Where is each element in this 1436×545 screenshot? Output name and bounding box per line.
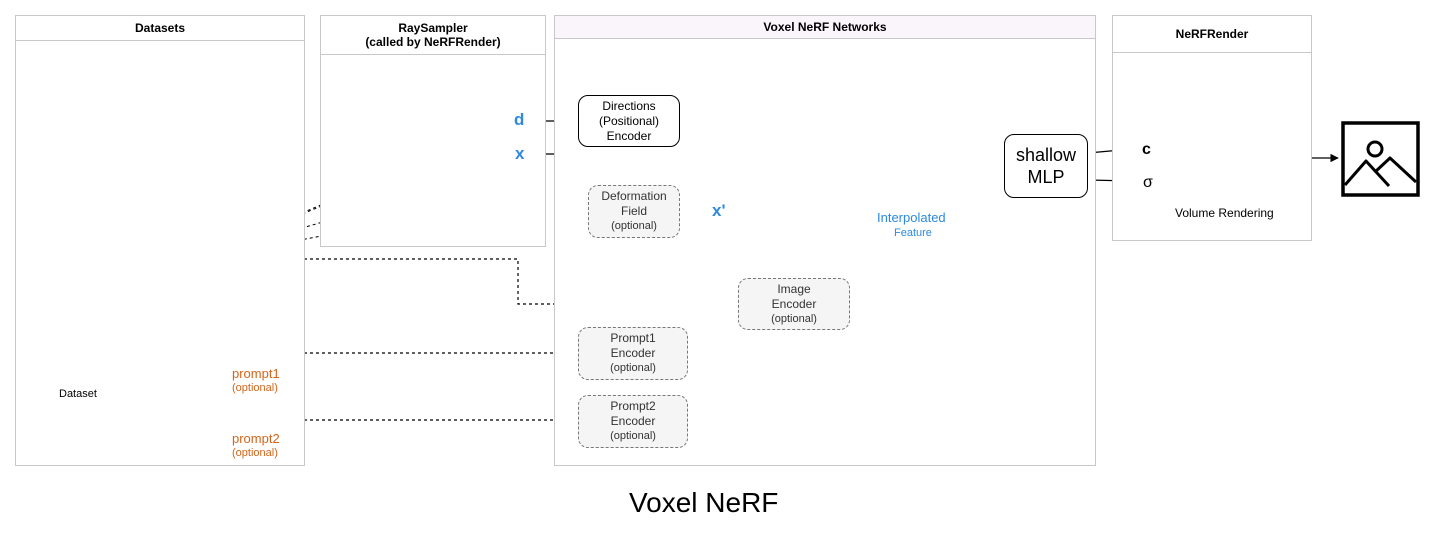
direction-label: d bbox=[514, 110, 525, 129]
color-output-label: c bbox=[1142, 141, 1151, 158]
networks-panel-title: Voxel NeRF Networks bbox=[555, 16, 1095, 39]
networks-panel: Voxel NeRF Networks bbox=[554, 15, 1096, 466]
deformed-position-label: x' bbox=[712, 201, 726, 220]
output-image-sun bbox=[1366, 140, 1384, 158]
dataset-label: Dataset bbox=[59, 388, 97, 400]
image-encoder-optional: (optional) bbox=[771, 312, 817, 325]
deformation-field-node: Deformation Field (optional) bbox=[588, 185, 680, 238]
output-image-frame bbox=[1341, 121, 1420, 197]
image-encoder-label: Image Encoder bbox=[771, 281, 817, 311]
datasets-panel-title: Datasets bbox=[16, 16, 304, 41]
directions-encoder-node: Directions (Positional) Encoder bbox=[578, 95, 680, 147]
datasets-panel: Datasets bbox=[15, 15, 305, 466]
prompt2-label: prompt2 bbox=[232, 431, 280, 446]
shallow-mlp-node: shallow MLP bbox=[1004, 134, 1088, 198]
density-output-label: σ bbox=[1143, 174, 1153, 191]
raysampler-panel: RaySampler (called by NeRFRender) bbox=[320, 15, 546, 247]
deformation-field-label: Deformation Field bbox=[601, 189, 667, 218]
diagram-title: Voxel NeRF bbox=[629, 487, 779, 518]
prompt1-encoder-label: Prompt1 Encoder bbox=[610, 331, 656, 360]
output-image-icon bbox=[1341, 121, 1420, 197]
deformation-field-optional: (optional) bbox=[611, 220, 657, 232]
raysampler-panel-title: RaySampler (called by NeRFRender) bbox=[321, 16, 545, 55]
prompt1-encoder-optional: (optional) bbox=[610, 362, 656, 374]
image-encoder-node: Image Encoder (optional) bbox=[738, 278, 850, 330]
prompt1-encoder-node: Prompt1 Encoder (optional) bbox=[578, 327, 688, 380]
prompt1-label: prompt1 bbox=[232, 366, 280, 381]
interpolated-label: Interpolated bbox=[877, 210, 946, 225]
output-image-mountains bbox=[1343, 156, 1418, 188]
render-panel: NeRFRender bbox=[1112, 15, 1312, 241]
render-panel-title: NeRFRender bbox=[1113, 16, 1311, 53]
prompt2-encoder-optional: (optional) bbox=[610, 430, 656, 442]
feature-label: Feature bbox=[894, 227, 932, 239]
position-label: x bbox=[515, 144, 525, 163]
prompt1-optional-label: (optional) bbox=[232, 382, 278, 394]
volume-rendering-label: Volume Rendering bbox=[1175, 206, 1274, 220]
prompt2-optional-label: (optional) bbox=[232, 447, 278, 459]
prompt2-encoder-node: Prompt2 Encoder (optional) bbox=[578, 395, 688, 448]
prompt2-encoder-label: Prompt2 Encoder bbox=[610, 399, 656, 428]
